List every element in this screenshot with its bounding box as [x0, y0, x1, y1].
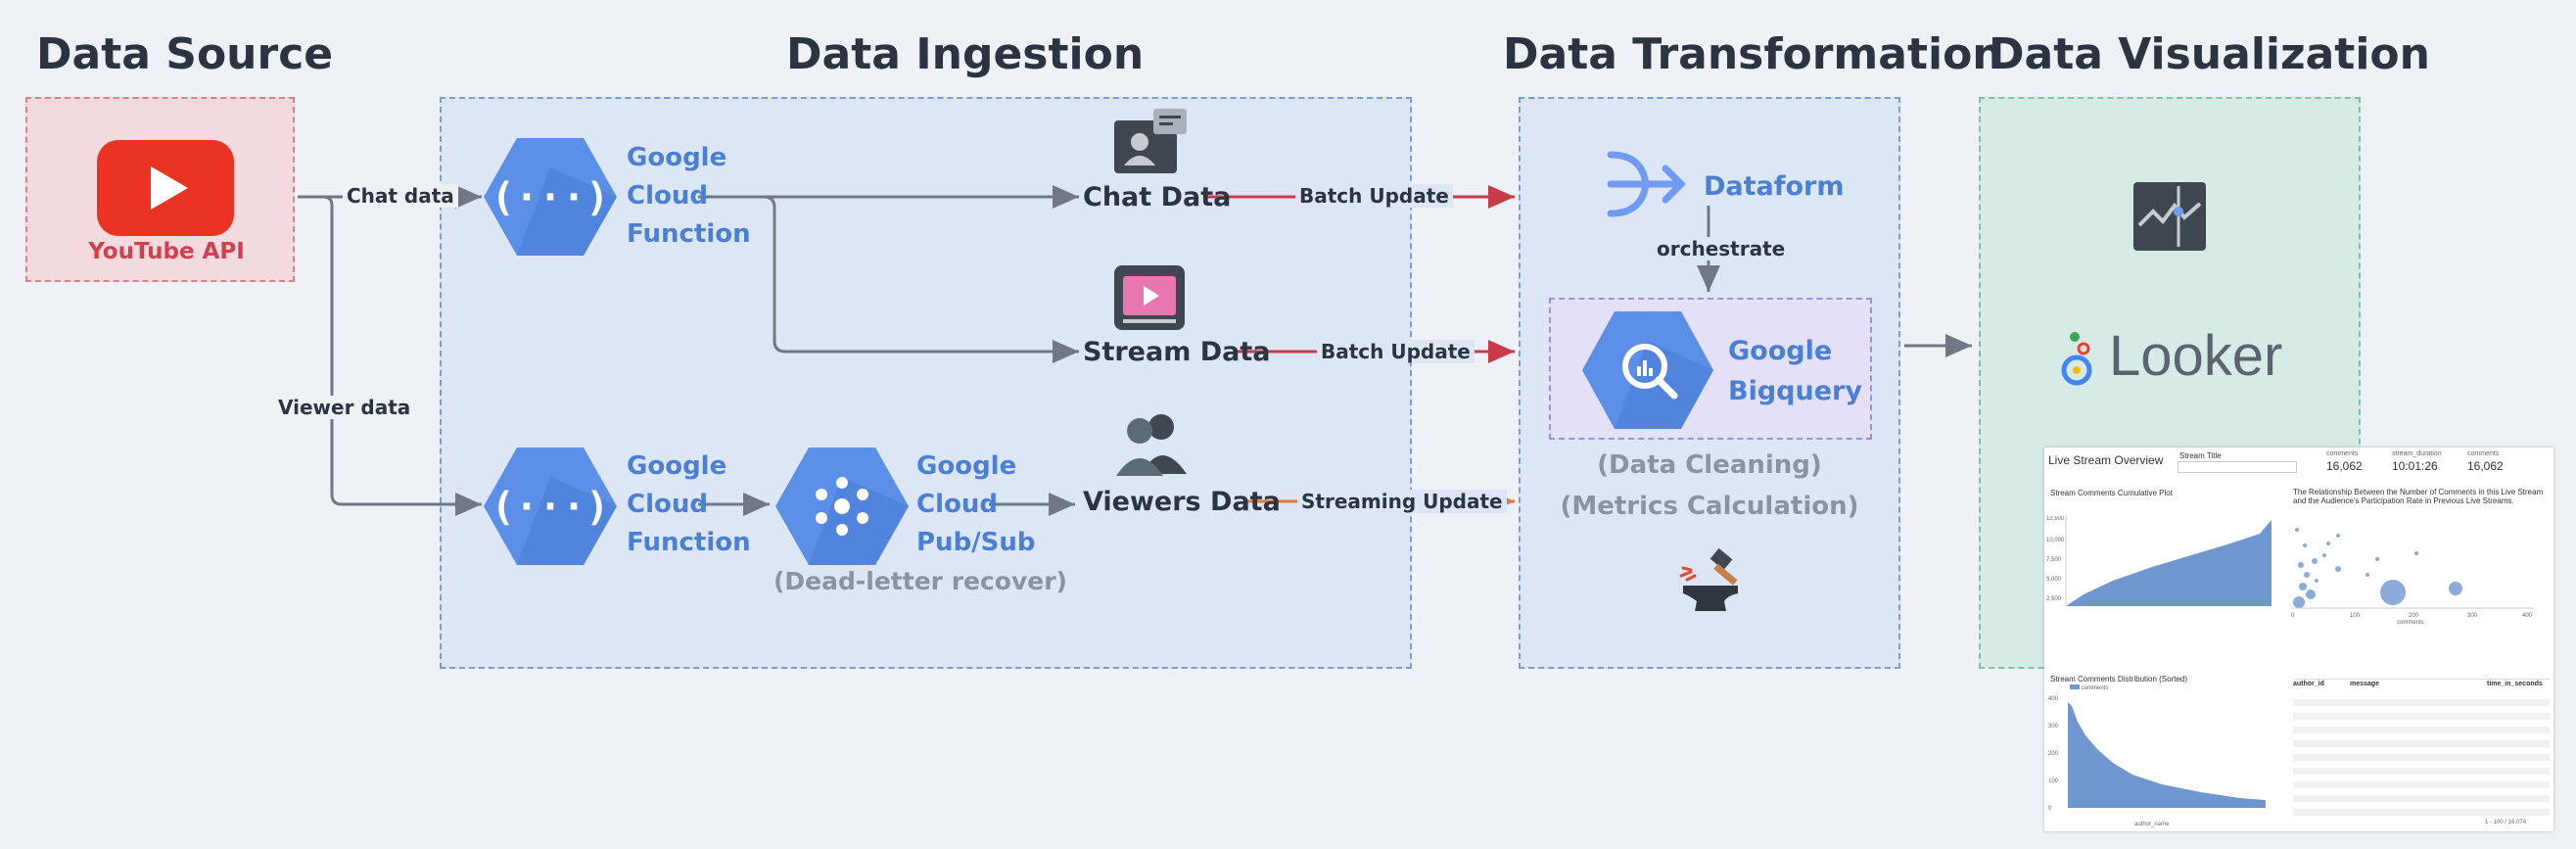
cumul-ytick-5: 2,500 [2046, 596, 2062, 602]
scatter-xtick-4: 400 [2522, 613, 2533, 619]
dataform-icon [1607, 151, 1686, 217]
dist-ytick-0: 400 [2048, 696, 2059, 702]
viewer-data-edge-label: Viewer data [274, 396, 415, 419]
viewer-edge [298, 195, 482, 516]
dist-ytick-3: 100 [2048, 778, 2059, 784]
kpi-duration-label: stream_duration [2392, 450, 2442, 457]
dataform-label: Dataform [1704, 171, 1845, 202]
users-icon [1116, 414, 1187, 476]
youtube-icon [97, 140, 234, 236]
cumul-ytick-4: 5,000 [2046, 577, 2062, 583]
stream-data-node: Stream Data [1083, 337, 1271, 367]
kpi-comments-label: comments [2326, 450, 2359, 457]
dist-ytick-4: 0 [2048, 806, 2052, 812]
dist-ytick-2: 200 [2048, 751, 2059, 757]
svg-text:(···): (···) [492, 485, 609, 530]
scatter-xtick-0: 0 [2291, 613, 2295, 619]
comments-table-body [2293, 692, 2550, 818]
section-title-visualization: Data Visualization [1989, 29, 2430, 79]
gcf-to-stream-edge [763, 195, 1079, 363]
distribution-plot-title: Stream Comments Distribution (Sorted) [2050, 675, 2188, 684]
dist-ytick-1: 300 [2048, 724, 2059, 730]
cumulative-area-chart [2065, 516, 2272, 606]
cloud-function-icon: (···) [484, 138, 617, 256]
distribution-bar-chart: 400 300 200 100 0 author_name [2048, 696, 2266, 827]
cumul-ytick-1: 12,500 [2046, 516, 2065, 522]
svg-text:(···): (···) [492, 175, 609, 220]
viewers-data-node: Viewers Data [1083, 487, 1281, 517]
data-cleaning-label: (Data Cleaning) [1597, 450, 1822, 480]
cloud-function-icon-2: (···) [484, 448, 617, 565]
cumulative-plot-title: Stream Comments Cumulative Plot [2050, 489, 2173, 497]
looker-icon [2061, 332, 2092, 386]
dist-xlabel: author_name [2134, 822, 2170, 827]
chat-icon [1114, 109, 1187, 173]
pubsub-icon [775, 448, 909, 565]
youtube-api-label: YouTube API [88, 239, 245, 264]
section-title-source: Data Source [36, 29, 334, 79]
cumul-ytick-2: 10,000 [2046, 538, 2065, 543]
scatter-xtick-3: 300 [2467, 613, 2478, 619]
stream-title-label: Stream Title [2179, 451, 2222, 460]
scatter-xtick-2: 200 [2409, 613, 2419, 619]
table-header-time: time_in_seconds [2487, 681, 2543, 687]
scatter-xtick-1: 100 [2350, 613, 2361, 619]
table-header-author: author_id [2293, 681, 2324, 687]
dashboard-preview: Live Stream Overview Stream Title commen… [2044, 448, 2553, 831]
metrics-calculation-label: (Metrics Calculation) [1560, 492, 1859, 521]
bigquery-icon [1582, 311, 1713, 429]
stream-title-select[interactable] [2178, 461, 2297, 473]
dashboard-title: Live Stream Overview [2048, 453, 2164, 467]
streaming-update-label: Streaming Update [1297, 490, 1507, 513]
section-title-ingestion: Data Ingestion [786, 29, 1145, 79]
section-title-transformation: Data Transformation [1503, 29, 2003, 79]
kpi-comments-value: 16,062 [2326, 459, 2363, 473]
anvil-hammer-icon [1679, 548, 1738, 611]
batch-update-label-1: Batch Update [1295, 184, 1453, 208]
orchestrate-label: orchestrate [1653, 237, 1790, 260]
kpi-comments2-label: comments [2467, 450, 2500, 457]
table-pagination[interactable]: 1 - 100 / 16,074 [2485, 820, 2527, 825]
video-icon [1114, 265, 1185, 330]
dead-letter-label: (Dead-letter recover) [773, 567, 1067, 595]
dashboard-charts: 12,500 10,000 7,500 5,000 2,500 0 100 20… [2046, 516, 2534, 626]
distribution-legend: comments [2070, 684, 2108, 691]
relationship-plot-title: The Relationship Between the Number of C… [2293, 488, 2544, 505]
kpi-duration-value: 10:01:26 [2392, 459, 2438, 473]
data-studio-icon [2133, 182, 2206, 251]
scatter-xlabel: comments [2397, 620, 2424, 626]
looker-wordmark: Looker [2109, 324, 2283, 388]
table-header-message: message [2350, 681, 2379, 687]
kpi-comments2-value: 16,062 [2467, 459, 2504, 473]
batch-update-label-2: Batch Update [1317, 340, 1475, 363]
cumul-ytick-3: 7,500 [2046, 557, 2062, 563]
relationship-scatter [2293, 528, 2462, 608]
chat-data-node: Chat Data [1083, 182, 1232, 212]
chat-data-edge-label: Chat data [343, 184, 458, 208]
